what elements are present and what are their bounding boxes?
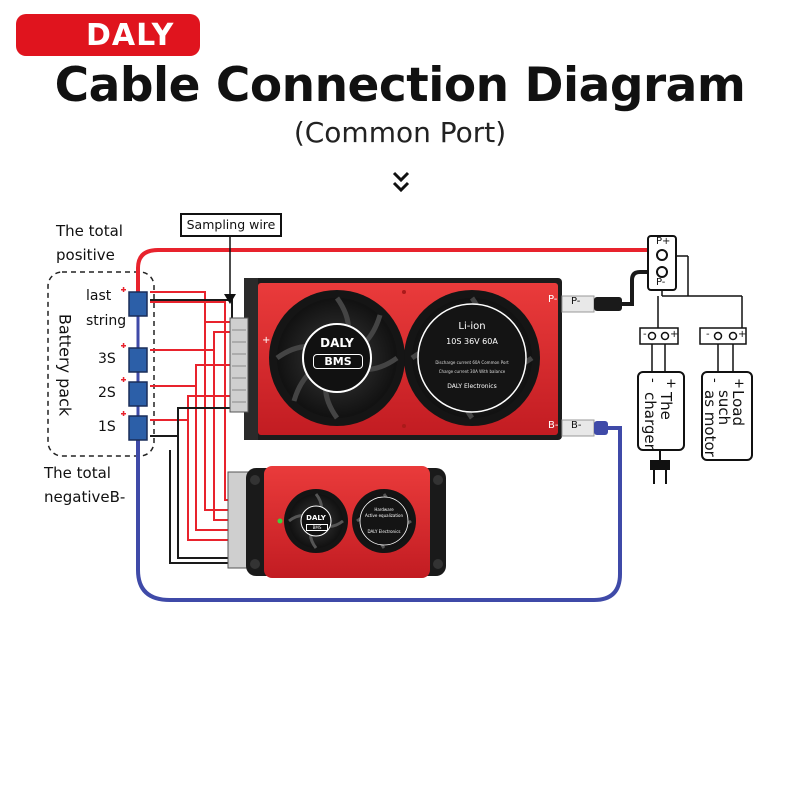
load-assembly bbox=[699, 327, 753, 461]
cell-1s-label: 1S bbox=[98, 419, 116, 435]
brand-logo-badge: DALY bbox=[16, 14, 200, 56]
load-plus-mark: + bbox=[731, 378, 746, 389]
page-subtitle: (Common Port) bbox=[293, 116, 507, 149]
port-p-minus-label: P- bbox=[656, 277, 666, 288]
p-minus-cable-label: P- bbox=[571, 296, 581, 307]
cell-3s bbox=[128, 347, 148, 373]
bms-spec-line1: Discharge current 60A Common Port bbox=[435, 360, 509, 365]
charger-minus-mark: - bbox=[645, 378, 660, 383]
cell-2s-label: 2S bbox=[98, 385, 116, 401]
balancer-text-line1: Hardware bbox=[374, 507, 394, 512]
battery-cells bbox=[128, 291, 148, 441]
brand-logo-text: DALY bbox=[86, 18, 175, 53]
common-port-connector bbox=[647, 235, 743, 328]
charger-label-line2: charger bbox=[641, 392, 659, 450]
board-p-minus-label: P- bbox=[548, 294, 558, 305]
total-positive-label-line1: The total bbox=[56, 222, 123, 240]
bms-spec-model: 10S 36V 60A bbox=[446, 337, 498, 346]
sampling-wire-label: Sampling wire bbox=[180, 213, 282, 237]
charger-conn-minus: - bbox=[643, 329, 647, 340]
balancer-text-line2: Active equalization bbox=[364, 513, 404, 518]
balancer-text-line3: DALY Electronics bbox=[367, 529, 401, 534]
b-minus-cable bbox=[561, 419, 608, 437]
bms-sampling-connector bbox=[229, 317, 249, 413]
load-minus-mark: - bbox=[707, 378, 722, 383]
charger-conn-plus: + bbox=[670, 329, 679, 340]
load-conn-minus: - bbox=[706, 329, 710, 340]
bms-badge-model: BMS bbox=[313, 354, 363, 369]
charger-assembly bbox=[637, 327, 685, 484]
port-p-plus-label: P+ bbox=[656, 236, 671, 247]
load-box bbox=[701, 371, 753, 461]
cell-plus-marks bbox=[121, 287, 126, 416]
main-bms-board bbox=[229, 278, 562, 440]
balancer-badge-model: BMS bbox=[306, 524, 328, 531]
total-positive-label-line2: positive bbox=[56, 246, 115, 264]
cell-last-string bbox=[128, 291, 148, 317]
cell-2s bbox=[128, 381, 148, 407]
load-conn-plus: + bbox=[738, 329, 747, 340]
positive-main-wire bbox=[136, 248, 648, 298]
charger-plus-mark: + bbox=[663, 378, 678, 389]
negative-main-wire bbox=[136, 426, 622, 602]
board-b-minus-label: B- bbox=[548, 420, 559, 431]
charger-plug bbox=[650, 460, 670, 470]
active-balancer-module bbox=[227, 466, 446, 578]
board-plus-label: + bbox=[262, 335, 271, 346]
bms-spec-line2: Charge current 30A With balance bbox=[438, 369, 506, 374]
sampling-wires-red bbox=[150, 291, 240, 541]
double-chevron-down-icon bbox=[392, 171, 410, 193]
page-title: Cable Connection Diagram bbox=[54, 58, 746, 113]
last-string-label-line2: string bbox=[86, 313, 127, 329]
bms-spec-title: Li-ion bbox=[458, 321, 486, 332]
total-negative-label-line2: negativeB- bbox=[44, 488, 126, 506]
load-label-line3: as motor bbox=[701, 390, 719, 457]
b-minus-cable-label: B- bbox=[571, 420, 582, 431]
total-negative-label-line1: The total bbox=[44, 464, 111, 482]
battery-pack-outline bbox=[47, 271, 155, 457]
sampling-wire-arrowhead bbox=[224, 294, 236, 304]
charger-label-line1: The bbox=[657, 392, 675, 420]
p-minus-cable bbox=[561, 270, 660, 313]
last-string-label-line1: last bbox=[86, 288, 112, 304]
cell-3s-label: 3S bbox=[98, 351, 116, 367]
cell-1s bbox=[128, 415, 148, 441]
bms-badge-brand: DALY bbox=[320, 336, 354, 350]
battery-pack-label: Battery pack bbox=[55, 313, 75, 417]
bms-spec-maker: DALY Electronics bbox=[447, 383, 497, 390]
balancer-badge-brand: DALY bbox=[306, 514, 326, 522]
